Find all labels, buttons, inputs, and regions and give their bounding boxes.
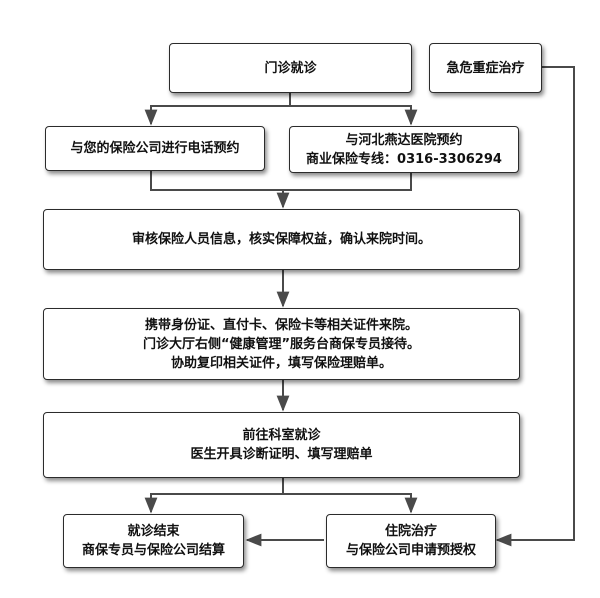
outpatient-label: 门诊就诊: [264, 60, 317, 76]
hospitalization-box: 住院治疗 与保险公司申请预授权: [326, 514, 496, 568]
hospital-booking-line-1: 与河北燕达医院预约: [345, 132, 463, 148]
connector-booking-merge: [150, 171, 412, 191]
visit-end-line-2: 商保专员与保险公司结算: [81, 543, 225, 558]
phone-booking-box: 与您的保险公司进行电话预约: [45, 126, 265, 171]
hospital-booking-line-2: 商业保险专线：0316-3306294: [306, 151, 502, 167]
connector-emergency-route: [495, 66, 575, 547]
visit-end-line-1: 就诊结束: [127, 524, 180, 539]
department-box: 前往科室就诊 医生开具诊断证明、填写理赔单: [43, 412, 520, 478]
emergency-box: 急危重症治疗: [429, 43, 542, 93]
bring-docs-line-2: 门诊大厅右侧“健康管理”服务台商保专员接待。: [142, 336, 421, 352]
verify-box: 审核保险人员信息，核实保障权益，确认来院时间。: [43, 209, 520, 270]
emergency-label: 急危重症治疗: [446, 60, 525, 76]
hospitalization-line-1: 住院治疗: [384, 524, 437, 539]
department-line-1: 前往科室就诊: [242, 428, 321, 443]
bring-docs-box: 携带身份证、直付卡、保险卡等相关证件来院。 门诊大厅右侧“健康管理”服务台商保专…: [43, 308, 520, 380]
connector-department-split-right: [283, 493, 418, 514]
bring-docs-line-3: 协助复印相关证件，填写保险理赔单。: [170, 355, 392, 371]
hospital-booking-box: 与河北燕达医院预约 商业保险专线：0316-3306294: [289, 126, 519, 173]
visit-end-box: 就诊结束 商保专员与保险公司结算: [63, 514, 244, 568]
connector-outpatient-split-right: [290, 105, 418, 126]
phone-booking-label: 与您的保险公司进行电话预约: [70, 141, 240, 156]
verify-label: 审核保险人员信息，核实保障权益，确认来院时间。: [131, 232, 431, 247]
connector-department-split: [144, 478, 284, 514]
bring-docs-line-1: 携带身份证、直付卡、保险卡等相关证件来院。: [144, 317, 418, 333]
hospitalization-line-2: 与保险公司申请预授权: [345, 543, 476, 558]
department-line-2: 医生开具诊断证明、填写理赔单: [190, 447, 373, 462]
connector-outpatient-split: [144, 93, 291, 126]
outpatient-box: 门诊就诊: [169, 43, 412, 93]
